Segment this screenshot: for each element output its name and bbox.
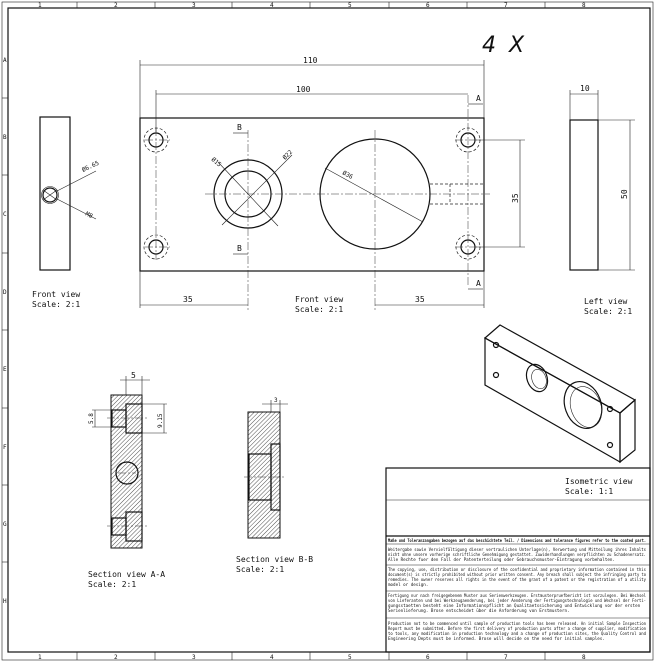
dim-d665: Ø6.65 [81, 160, 101, 174]
column-label: 8 [582, 2, 586, 9]
legal-text-de-2: gungsstaetten besteht eine Informationsp… [388, 603, 641, 608]
dim-d15: Ø15 [210, 156, 223, 169]
view-scale: Scale: 2:1 [295, 305, 343, 314]
title-block-header: Maße und Toleranzangaben bezogen auf das… [388, 538, 646, 543]
dim-m8: M8 [84, 211, 94, 221]
column-label: 3 [192, 2, 196, 9]
dim-110: 110 [303, 56, 318, 65]
front-view: 110 100 35 35 35 Ø15 Ø22 Ø36 B B A A Fro… [139, 56, 525, 314]
row-label: B [3, 134, 7, 141]
dim-9-15: 9.15 [157, 413, 164, 428]
dim-5: 5 [131, 371, 136, 380]
dim-35-left: 35 [183, 295, 193, 304]
section-mark-a-bottom: A [476, 279, 481, 288]
section-view-b-b: 3 Section view B-B Scale: 2:1 [236, 397, 313, 574]
column-label: 1 [38, 654, 42, 661]
row-label: H [3, 598, 7, 605]
column-label: 1 [38, 2, 42, 9]
view-label: Front view [32, 290, 80, 299]
legal-text-de-1: Weitergabe sowie Vervielfältigung dieser… [388, 547, 646, 552]
view-label: Section view B-B [236, 555, 313, 564]
view-scale: Scale: 2:1 [32, 300, 80, 309]
dim-d36: Ø36 [341, 170, 354, 181]
legal-text-en-1: remedies. The owner reserves all rights … [388, 577, 646, 582]
column-label: 4 [270, 2, 274, 9]
row-label: F [3, 444, 7, 451]
section-mark-b-top: B [237, 123, 242, 132]
column-label: 8 [582, 654, 586, 661]
dim-d22: Ø22 [281, 149, 294, 162]
view-label: Front view [295, 295, 343, 304]
row-label: A [3, 57, 7, 64]
view-scale: Scale: 2:1 [236, 565, 284, 574]
column-label: 6 [426, 2, 430, 9]
column-label: 7 [504, 654, 508, 661]
dim-10: 10 [580, 84, 590, 93]
dim-5-8: 5.8 [88, 413, 95, 424]
dim-35-vertical: 35 [511, 193, 520, 203]
column-label: 4 [270, 654, 274, 661]
legal-text-de-1: Alle Rechte fuer den Fall der Patenterte… [388, 557, 615, 562]
legal-text-de-2: Serienlieferung. Brose entscheidet über … [388, 608, 570, 613]
legal-text-en-2: to tools, any modification in production… [388, 631, 646, 636]
view-label: Isometric view [565, 477, 633, 486]
view-label: Section view A-A [88, 570, 165, 579]
left-view: 10 50 Left view Scale: 2:1 [569, 84, 635, 316]
legal-text-en-2: Engineering Depts must be informed. Bros… [388, 636, 605, 641]
legal-text-de-2: von Lieferanten und bei Werkzeugaenderun… [388, 598, 646, 603]
row-label: G [3, 521, 7, 528]
legal-text-en-1: The copying, use, distribution or disclo… [388, 567, 646, 572]
dim-35-right: 35 [415, 295, 425, 304]
column-label: 2 [114, 654, 118, 661]
legal-text-de-2: Fertigung nur nach freigegebenem Muster … [388, 593, 646, 598]
legal-text-en-1: document(s) is strictly prohibited witho… [388, 572, 646, 577]
legal-text-de-1: nicht ohne unsere vorherige schriftliche… [388, 552, 646, 557]
legal-text-en-2: Report must be submitted. Before the fir… [388, 626, 646, 631]
row-label: D [3, 289, 7, 296]
column-label: 3 [192, 654, 196, 661]
view-scale: Scale: 2:1 [584, 307, 632, 316]
section-mark-a-top: A [476, 94, 481, 103]
column-label: 2 [114, 2, 118, 9]
view-scale: Scale: 2:1 [88, 580, 136, 589]
handwritten-quantity-note: 4 X [482, 33, 527, 58]
legal-text-en-2: Production not to be commenced until sam… [388, 621, 646, 626]
isometric-view: Isometric view Scale: 1:1 [483, 324, 637, 496]
column-label: 6 [426, 654, 430, 661]
view-label: Left view [584, 297, 628, 306]
dim-100: 100 [296, 85, 311, 94]
legal-text-en-1: model or design. [388, 582, 428, 587]
title-block: Maße und Toleranzangaben bezogen auf das… [385, 467, 651, 653]
column-label: 5 [348, 2, 352, 9]
column-label: 5 [348, 654, 352, 661]
section-mark-b-bottom: B [237, 244, 242, 253]
row-label: E [3, 366, 7, 373]
column-label: 7 [504, 2, 508, 9]
dim-50: 50 [620, 189, 629, 199]
dim-3: 3 [274, 397, 278, 404]
row-label: C [3, 211, 7, 218]
view-scale: Scale: 1:1 [565, 487, 613, 496]
side-view: Ø6.65 M8 Front view Scale: 2:1 [32, 116, 101, 309]
section-view-a-a: 5 5.8 9.15 Section view A-A Scale: 2:1 [88, 371, 167, 589]
